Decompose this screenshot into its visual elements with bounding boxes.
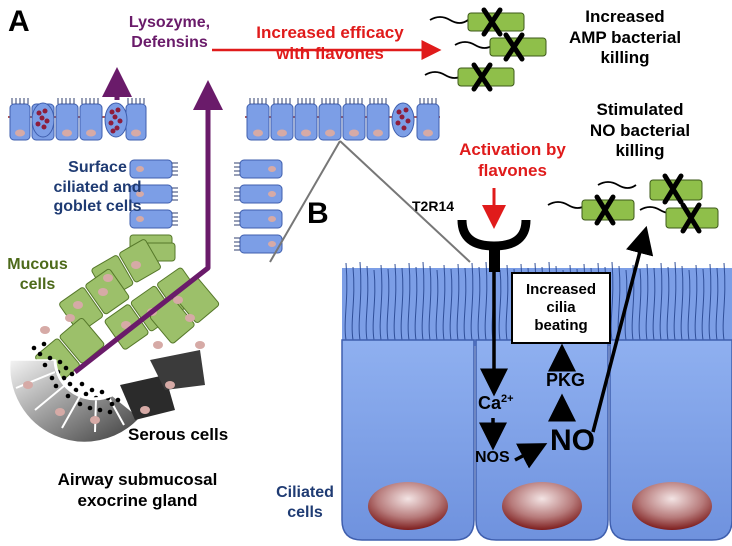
t2r14-receptor — [457, 219, 531, 397]
cilia-beating-box: Increased cilia beating — [511, 272, 611, 344]
cilium — [463, 267, 467, 341]
mucous-cells-label: Mucous cells — [7, 256, 68, 293]
mucous-nuclei — [40, 261, 205, 349]
amp-killing-label: Increased AMP bacterial killing — [568, 7, 682, 68]
cilium — [708, 263, 712, 341]
cilium — [414, 266, 418, 341]
cilium — [687, 269, 691, 341]
panel-label-b: B — [307, 197, 329, 230]
bacteria-amp — [424, 7, 547, 92]
cilium — [351, 266, 355, 341]
surface-epithelium-right — [234, 98, 440, 254]
no-label: NO — [550, 424, 595, 457]
cilium — [722, 262, 726, 341]
surface-epithelium-left — [8, 98, 178, 229]
cilium — [435, 269, 439, 341]
calcium-symbol: Ca — [478, 393, 502, 413]
increased-efficacy-label: Increased efficacy with flavones — [256, 23, 404, 63]
cilia-beating-label: Increased cilia beating — [525, 280, 597, 335]
surface-cells-label: Surface ciliated and goblet cells — [53, 159, 142, 216]
cilium — [610, 261, 614, 341]
cilium — [652, 267, 656, 341]
cilium — [484, 261, 488, 341]
bacteria-no — [547, 173, 719, 234]
cilium — [379, 264, 383, 341]
ciliated-cells-label: Ciliated cells — [276, 484, 334, 521]
receptor-label: T2R14 — [412, 198, 455, 214]
pkg-label: PKG — [546, 370, 586, 390]
no-killing-label: Stimulated NO bacterial killing — [589, 100, 691, 161]
cilium — [638, 268, 642, 341]
cilium — [470, 262, 474, 341]
calcium-label: Ca2+ — [478, 393, 514, 415]
calcium-charge: 2+ — [501, 393, 514, 405]
activation-label: Activation by flavones — [459, 140, 566, 180]
cilium — [344, 262, 348, 341]
cilium — [715, 267, 719, 341]
cilium — [701, 268, 705, 341]
cilium — [477, 266, 481, 341]
cilium — [442, 264, 446, 341]
cilium — [498, 269, 502, 341]
cilium — [372, 269, 376, 341]
serous-cells-label: Serous cells — [128, 425, 229, 444]
cilium — [680, 265, 684, 341]
cilium — [365, 265, 369, 341]
cilium — [428, 265, 432, 341]
cilium — [358, 261, 362, 341]
serous-acinus — [8, 341, 142, 444]
cilium — [449, 268, 453, 341]
cilium — [421, 261, 425, 341]
serous-cells-lower — [23, 350, 205, 424]
signaling-arrows — [479, 225, 654, 469]
cilium — [407, 262, 411, 341]
zoom-lines — [269, 140, 471, 263]
cilium — [505, 264, 509, 341]
cilium — [645, 263, 649, 341]
lysozyme-defensins-label: Lysozyme, Defensins — [128, 14, 211, 51]
cilium — [673, 261, 677, 341]
cilium — [386, 268, 390, 341]
nos-label: NOS — [475, 449, 510, 466]
secretion-arrow — [73, 67, 223, 374]
cilium — [666, 266, 670, 341]
panel-label-a: A — [8, 5, 30, 38]
cilium — [659, 262, 663, 341]
gland-label: Airway submucosal exocrine gland — [57, 470, 218, 510]
cilium — [393, 263, 397, 341]
cilium — [400, 267, 404, 341]
cilium — [694, 264, 698, 341]
cilium — [456, 263, 460, 341]
